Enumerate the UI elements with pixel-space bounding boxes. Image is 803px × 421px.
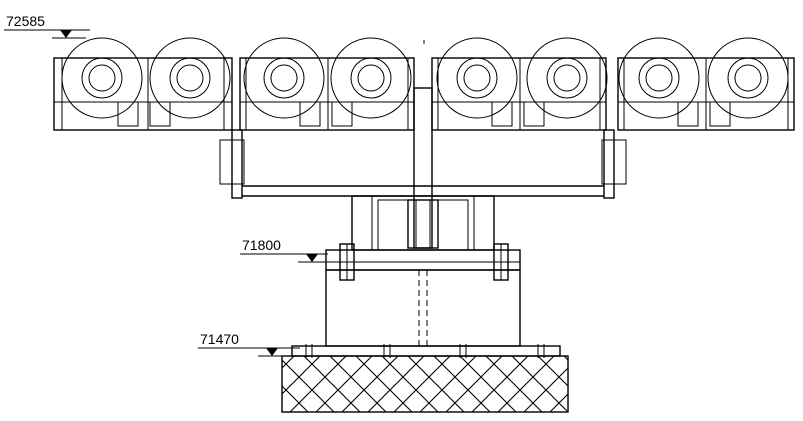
- vertical-support: [351, 195, 495, 251]
- concrete-foundation: [281, 355, 569, 413]
- level-marker-plate: 71800: [240, 237, 328, 263]
- base-plate: [325, 243, 521, 281]
- cross-beam: [219, 129, 627, 199]
- level-triangle-icon: [60, 30, 72, 38]
- pedestal: [291, 269, 561, 358]
- level-label-top: 72585: [6, 13, 45, 29]
- level-label-base: 71470: [200, 331, 239, 347]
- roller-wheels: [61, 37, 789, 119]
- level-label-plate: 71800: [242, 237, 281, 253]
- level-triangle-icon: [266, 348, 278, 356]
- roller-beam: [53, 37, 795, 249]
- level-triangle-icon: [306, 254, 318, 262]
- level-marker-base: 71470: [198, 331, 300, 357]
- axle-brackets: [117, 101, 731, 127]
- level-marker-top: 72585: [4, 13, 90, 39]
